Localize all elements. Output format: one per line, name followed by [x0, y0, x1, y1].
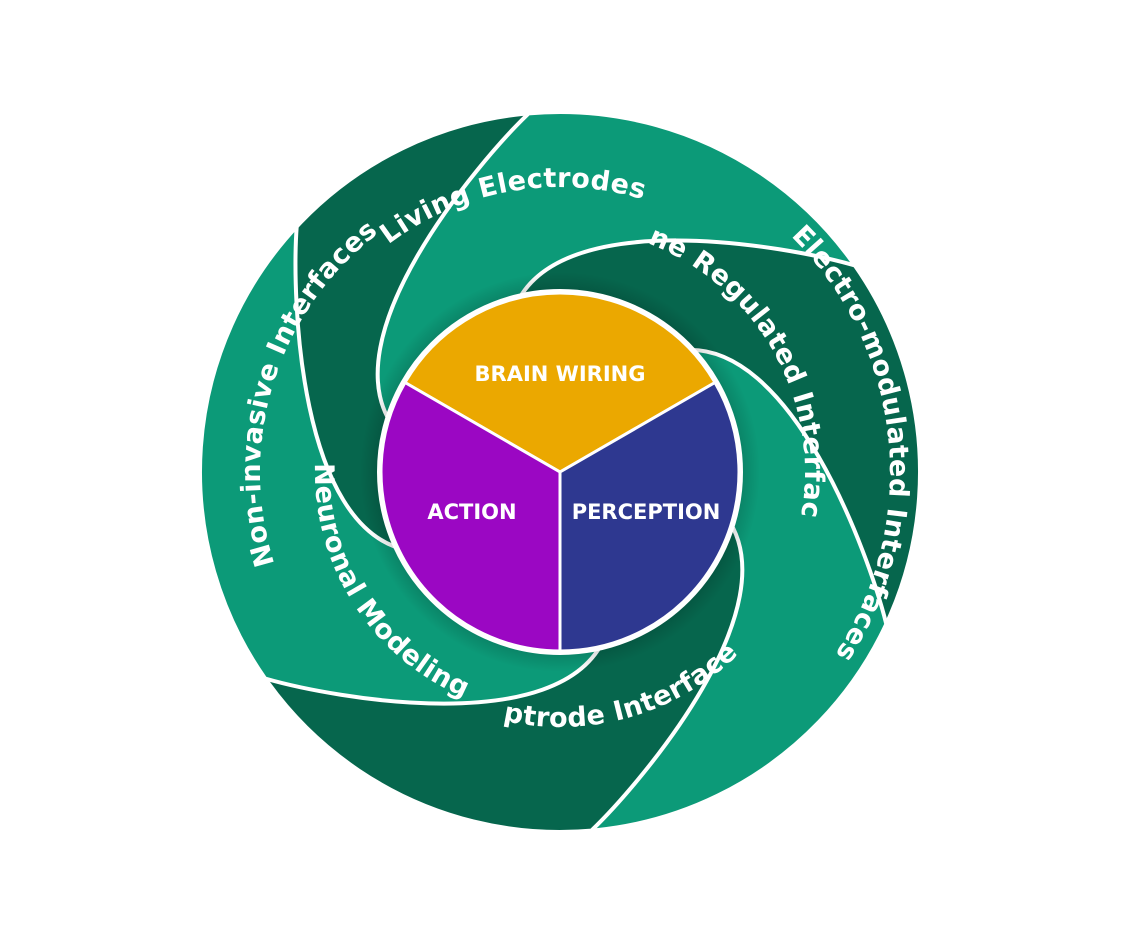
petal-4	[197, 220, 609, 706]
core-segment-action	[379, 380, 562, 653]
core-label-perception: PERCEPTION	[572, 500, 721, 524]
core-circle: BRAIN WIRING ACTION PERCEPTION	[360, 272, 760, 672]
core-outline	[377, 289, 743, 655]
core-segment-perception	[558, 380, 741, 653]
petal-ring	[197, 110, 923, 834]
core-label-action: ACTION	[427, 500, 516, 524]
core-label-brain-wiring: BRAIN WIRING	[475, 362, 646, 386]
core-segment-brain-wiring	[402, 291, 718, 474]
